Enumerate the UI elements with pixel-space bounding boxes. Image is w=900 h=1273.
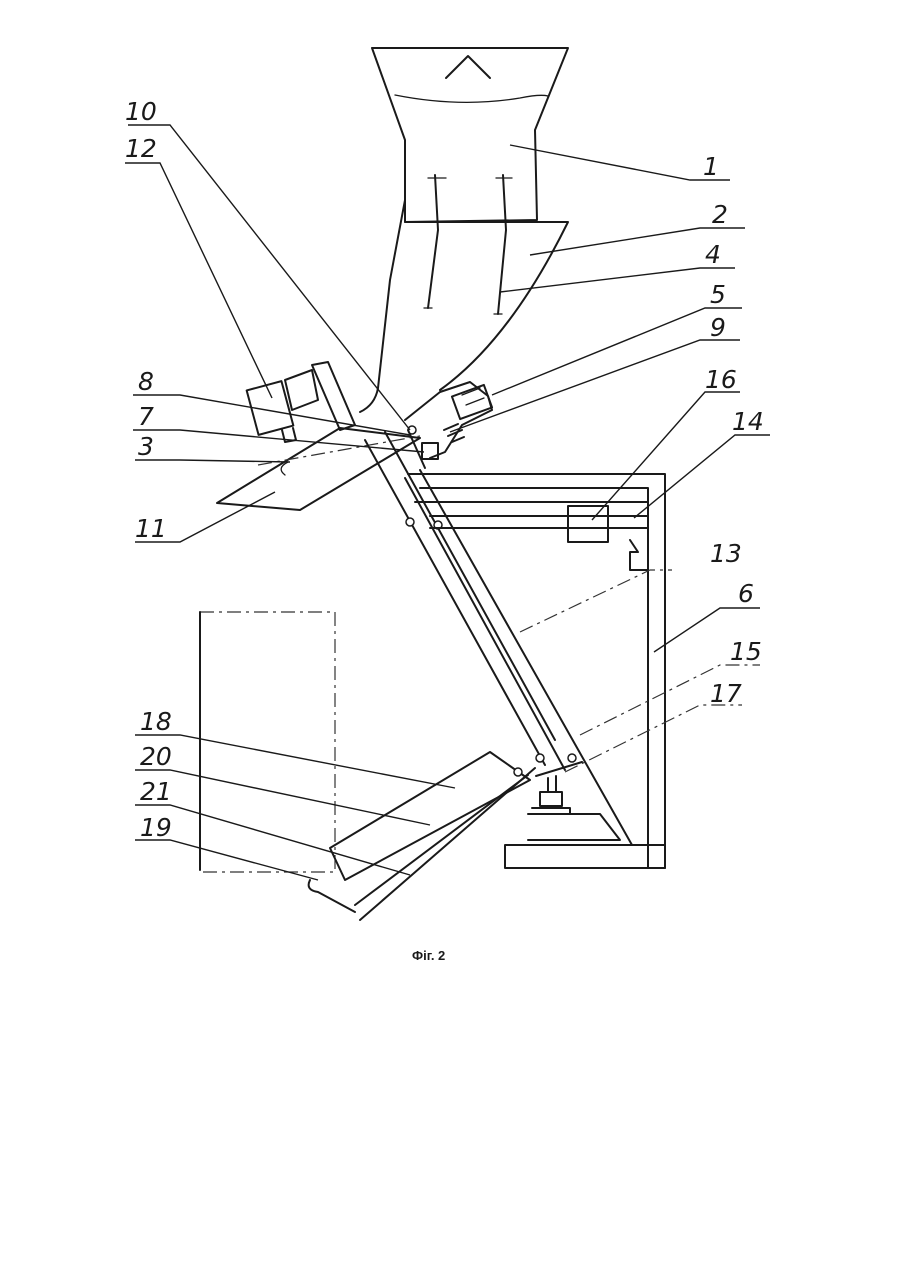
label-12: 12 (125, 134, 157, 163)
chute (360, 200, 568, 412)
label-2: 2 (712, 200, 728, 229)
hopper (372, 48, 568, 222)
label-7: 7 (138, 402, 154, 431)
inclined-guides (365, 432, 632, 845)
label-9: 9 (710, 313, 726, 342)
label-15: 15 (730, 637, 762, 666)
part-labels: 1 2 4 5 9 16 14 13 6 15 17 10 12 8 7 3 1… (125, 97, 764, 842)
rods (424, 175, 512, 314)
label-20: 20 (140, 742, 172, 771)
label-8: 8 (138, 367, 154, 396)
label-11: 11 (135, 514, 167, 543)
label-18: 18 (140, 707, 172, 736)
label-10: 10 (125, 97, 157, 126)
label-21: 21 (140, 777, 172, 806)
label-5: 5 (710, 280, 726, 309)
label-13: 13 (710, 539, 742, 568)
label-14: 14 (732, 407, 764, 436)
label-6: 6 (738, 579, 754, 608)
valve-gear (405, 382, 492, 468)
label-17: 17 (710, 679, 742, 708)
support (532, 754, 582, 814)
label-3: 3 (138, 432, 154, 461)
label-4: 4 (705, 240, 721, 269)
figure-caption: Фіг. 2 (412, 948, 445, 963)
label-16: 16 (705, 365, 737, 394)
label-19: 19 (140, 813, 172, 842)
label-1: 1 (703, 152, 719, 181)
